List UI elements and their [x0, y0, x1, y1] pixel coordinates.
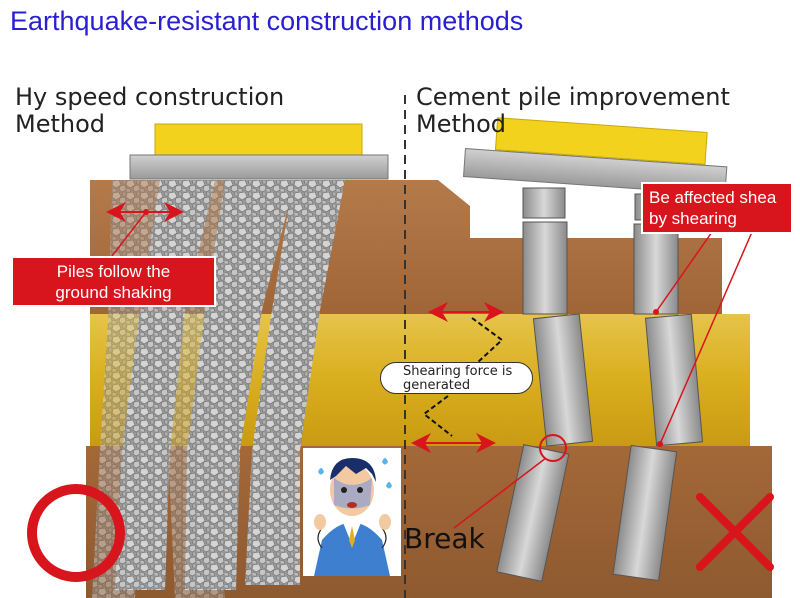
page-title: Earthquake-resistant construction method… [10, 6, 524, 36]
left-heading-line2: Method [15, 110, 106, 138]
break-circle [539, 434, 567, 462]
left-callout-line1: Piles follow the [56, 262, 171, 281]
right-heading-line2: Method [416, 110, 507, 138]
right-heading-line1: Cement pile improvement [416, 83, 730, 111]
shear-zigzag-lower [422, 395, 453, 437]
right-callout-line-2 [659, 231, 753, 445]
left-callout-line2: ground shaking [55, 283, 172, 302]
left-callout-box: Piles follow the ground shaking [11, 256, 216, 307]
right-callout-line2: by shearing [649, 209, 737, 228]
good-mark-icon [27, 484, 125, 582]
break-label: Break [404, 522, 485, 555]
right-callout-line1: Be affected shea [649, 188, 777, 207]
shear-label-line1: Shearing force is [403, 364, 513, 379]
left-slab [129, 154, 389, 180]
right-callout-box: Be affected shea by shearing [641, 182, 793, 234]
left-heading-line1: Hy speed construction [15, 83, 285, 111]
worried-person-icon [303, 448, 401, 576]
left-callout-line [111, 211, 147, 257]
shear-zigzag [471, 317, 504, 363]
bad-mark-icon [696, 493, 774, 571]
break-pointer [453, 457, 547, 529]
right-callout-line-1 [655, 231, 713, 313]
left-method-heading: Hy speed construction Method [15, 84, 284, 138]
shear-force-label: Shearing force is generated [380, 362, 533, 394]
right-footing [494, 117, 708, 165]
right-method-heading: Cement pile improvement Method [416, 84, 730, 138]
shear-label-line2: generated [403, 378, 471, 393]
